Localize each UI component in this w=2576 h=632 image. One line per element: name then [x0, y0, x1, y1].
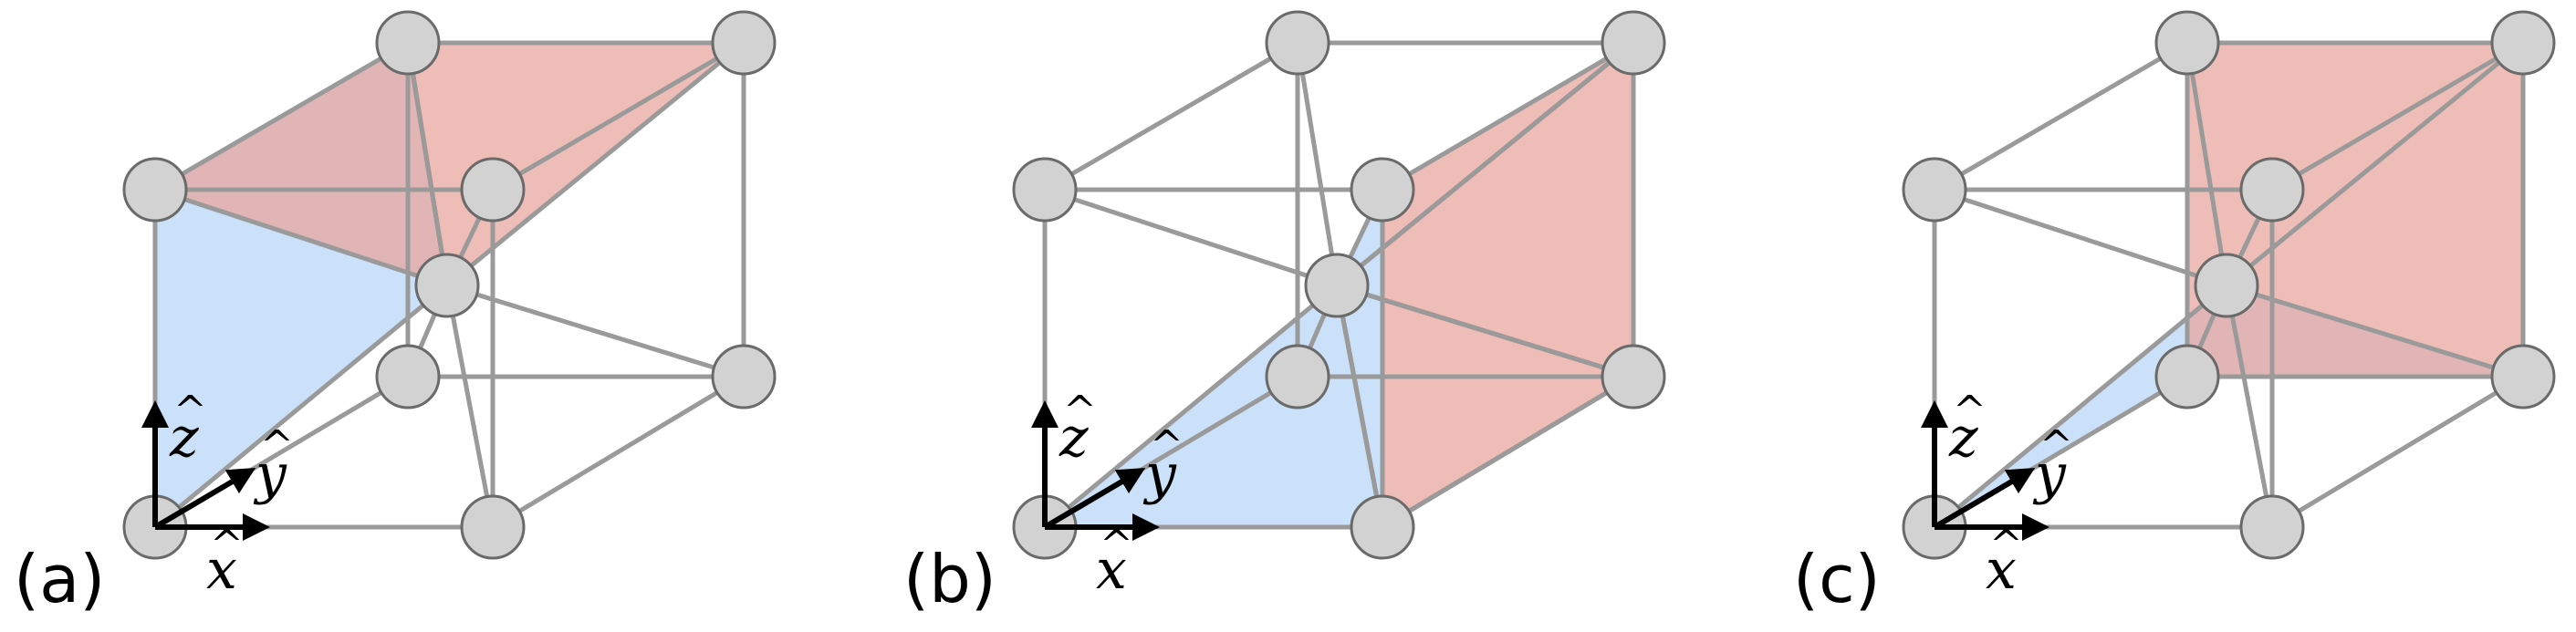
- y-axis-hat: ^: [260, 422, 294, 469]
- x-axis-label: x: [1986, 538, 2017, 602]
- atom: [711, 344, 777, 409]
- x-axis-label: x: [206, 538, 237, 602]
- x-axis-hat: ^: [1989, 522, 2023, 568]
- y-axis-label: y: [253, 442, 287, 506]
- axes: z ^ y ^ x ^: [141, 388, 294, 602]
- red-plane: [1382, 43, 1633, 527]
- z-axis-hat: ^: [1063, 388, 1097, 434]
- panel-label: (c): [1793, 541, 1881, 617]
- atom: [1601, 344, 1666, 409]
- atom: [1601, 10, 1666, 76]
- atom: [1902, 157, 1967, 223]
- atom: [375, 344, 441, 409]
- axes: z ^ y ^ x ^: [1031, 388, 1184, 602]
- atom: [1265, 344, 1330, 409]
- atom: [375, 10, 441, 76]
- atom: [1350, 157, 1415, 223]
- cube-edges: [152, 40, 746, 530]
- z-axis-label: z: [1059, 406, 1089, 470]
- blue-plane: [1045, 190, 1382, 527]
- atom: [1265, 10, 1330, 76]
- z-axis-hat: ^: [173, 388, 207, 434]
- panel-c: z ^ y ^ x ^ (c): [1793, 10, 2556, 617]
- z-axis-label: z: [169, 406, 199, 470]
- y-axis-label: y: [2032, 442, 2067, 506]
- z-axis-label: z: [1948, 406, 1978, 470]
- atom: [1304, 253, 1370, 318]
- x-axis-hat: ^: [1100, 522, 1133, 568]
- z-axis-hat: ^: [1953, 388, 1987, 434]
- red-plane: [155, 43, 744, 285]
- atom: [460, 157, 526, 223]
- atom: [414, 253, 480, 318]
- y-axis-hat: ^: [2039, 422, 2073, 469]
- atom: [2490, 344, 2556, 409]
- panel-label: (b): [903, 541, 996, 617]
- atom: [2154, 10, 2220, 76]
- cube-edges: [1932, 40, 2526, 530]
- y-axis-label: y: [1142, 442, 1177, 506]
- atoms: [1012, 10, 1666, 560]
- atom: [2239, 494, 2305, 560]
- atom: [460, 494, 526, 560]
- atom: [2194, 253, 2259, 318]
- y-axis-hat: ^: [1150, 422, 1184, 469]
- panel-b: z ^ y ^ x ^ (b): [903, 10, 1666, 617]
- panel-a: z ^ y ^ x ^ (a): [14, 10, 777, 617]
- atom: [1012, 157, 1078, 223]
- x-axis-label: x: [1096, 538, 1127, 602]
- atoms: [1902, 10, 2556, 560]
- x-axis-hat: ^: [210, 522, 244, 568]
- atom: [2490, 10, 2556, 76]
- atom: [2239, 157, 2305, 223]
- atom: [122, 157, 188, 223]
- atom: [711, 10, 777, 76]
- atom: [2154, 344, 2220, 409]
- atom: [1350, 494, 1415, 560]
- axes: z ^ y ^ x ^: [1921, 388, 2073, 602]
- panel-label: (a): [14, 541, 105, 617]
